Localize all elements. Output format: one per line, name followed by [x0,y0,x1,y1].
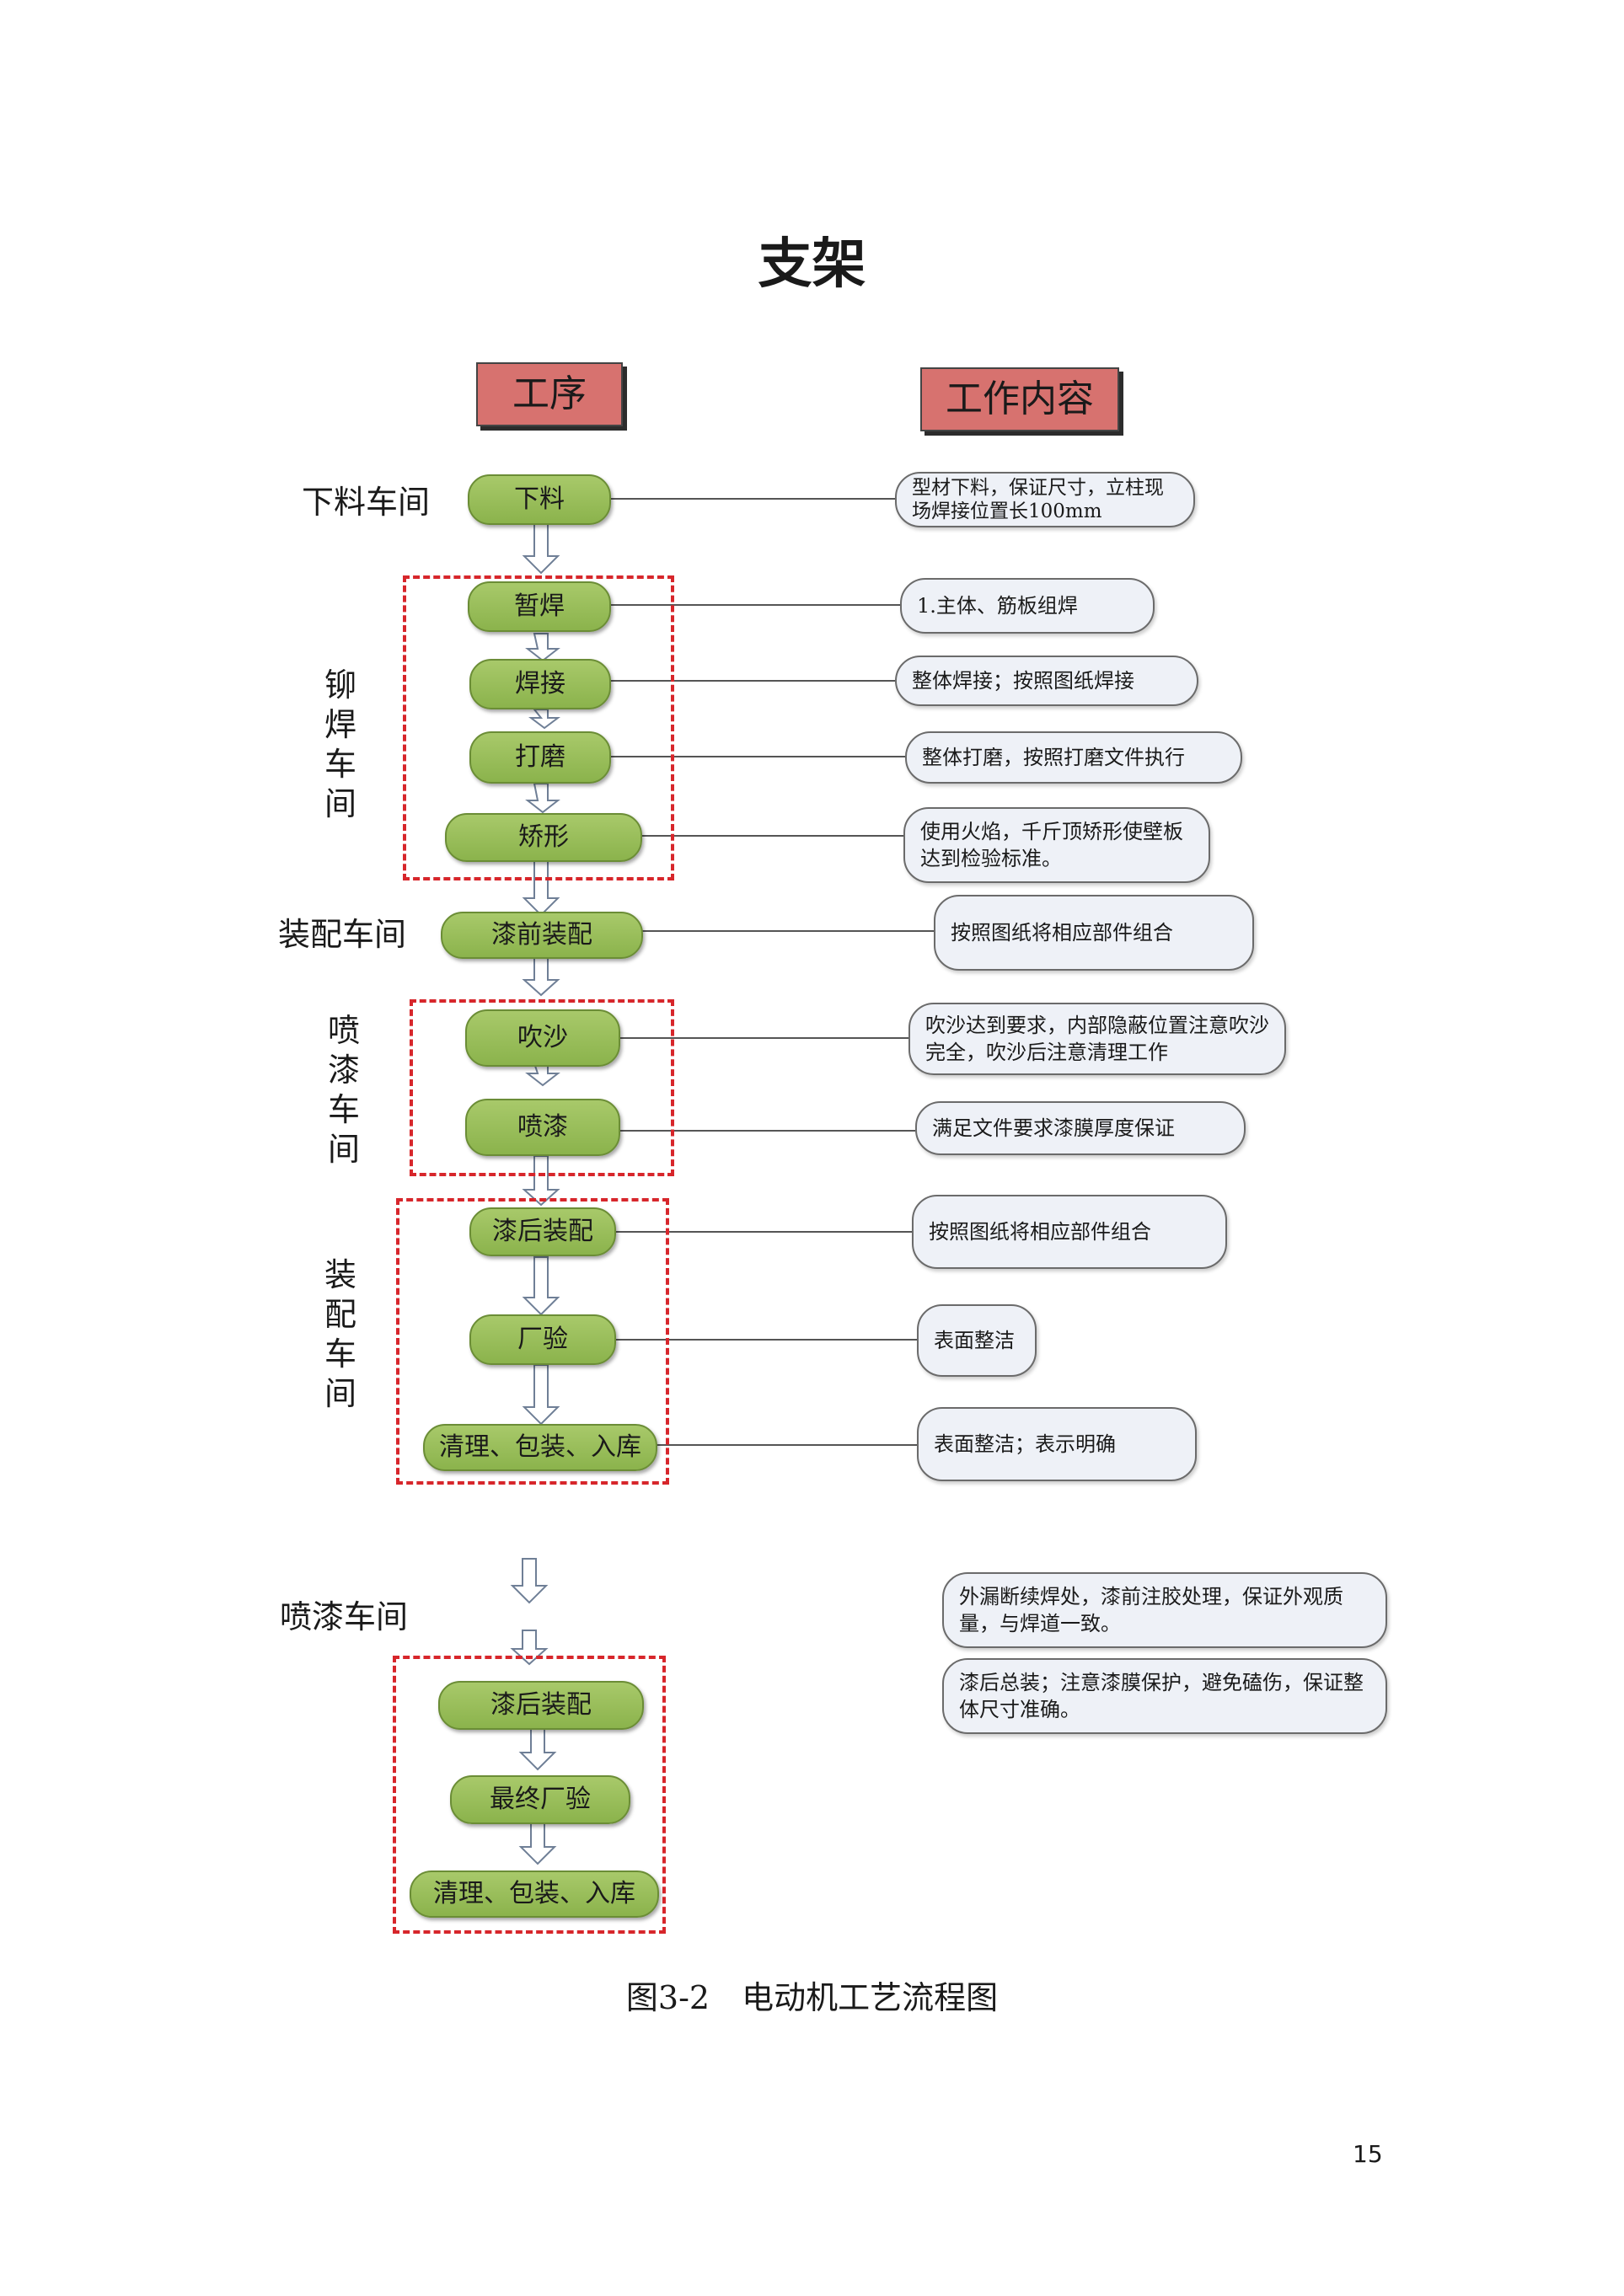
page-title: 支架 [758,233,866,296]
note-cutting: 型材下料，保证尺寸，立柱现场焊接位置长100mm [895,472,1195,527]
note-painting: 满足文件要求漆膜厚度保证 [915,1101,1246,1155]
workshop-assembly-2: 装配车间 [324,1256,356,1412]
step-straightening: 矫形 [445,813,642,862]
step-pre-paint-assembly: 漆前装配 [441,912,643,959]
note-factory-inspection: 表面整洁 [917,1304,1037,1377]
step-grinding: 打磨 [469,731,611,784]
note-final-assembly: 漆后总装；注意漆膜保护，避免磕伤，保证整体尺寸准确。 [942,1658,1387,1734]
painting-final-group-box [393,1656,666,1934]
process-header: 工序 [476,362,623,426]
page-number: 15 [1353,2140,1383,2168]
note-pre-paint-assembly: 按照图纸将相应部件组合 [934,895,1254,971]
step-clean-pack-store: 清理、包装、入库 [423,1424,657,1471]
note-post-paint-assembly: 按照图纸将相应部件组合 [912,1195,1227,1269]
note-grinding: 整体打磨，按照打磨文件执行 [905,731,1242,784]
note-straightening: 使用火焰，千斤顶矫形使壁板达到检验标准。 [903,807,1210,883]
assembly-group-box [396,1198,669,1485]
workshop-painting-1: 喷漆车间 [327,1012,360,1168]
step-painting: 喷漆 [465,1099,620,1156]
step-sandblasting: 吹沙 [465,1009,620,1067]
workshop-cutting: 下料车间 [302,484,431,521]
step-cutting: 下料 [468,474,611,525]
note-clean-pack-store: 表面整洁；表示明确 [917,1407,1197,1481]
note-pre-paint-glue: 外漏断续焊处，漆前注胶处理，保证外观质量，与焊道一致。 [942,1572,1387,1648]
riveting-group-box [403,575,674,880]
note-tack-weld: 1.主体、筋板组焊 [900,578,1155,634]
figure-caption: 图3-2 电动机工艺流程图 [625,1979,999,2016]
note-welding: 整体焊接；按照图纸焊接 [895,656,1198,706]
step-welding: 焊接 [469,659,611,709]
workshop-painting-2: 喷漆车间 [280,1598,409,1635]
step-final-factory-inspection: 最终厂验 [450,1775,630,1824]
workshop-assembly-1: 装配车间 [278,916,407,953]
step-factory-inspection: 厂验 [469,1314,616,1365]
painting-group-box [410,999,674,1176]
workshop-riveting: 铆焊车间 [324,666,356,822]
content-header: 工作内容 [920,367,1119,431]
note-sandblasting: 吹沙达到要求，内部隐蔽位置注意吹沙完全，吹沙后注意清理工作 [908,1003,1286,1075]
step-clean-pack-store-final: 清理、包装、入库 [410,1871,659,1918]
step-tack-weld: 暂焊 [468,581,611,632]
step-post-paint-assembly-final: 漆后装配 [438,1681,644,1730]
step-post-paint-assembly: 漆后装配 [469,1207,616,1256]
